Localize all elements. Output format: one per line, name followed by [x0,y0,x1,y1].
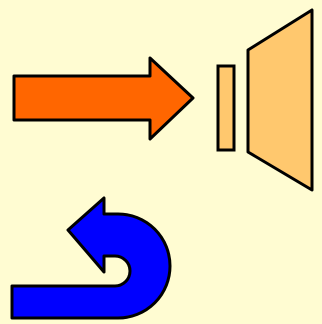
right-arrow-icon [12,56,195,141]
forward-arrow-shape [12,56,195,141]
return-arrow-shape [10,196,172,320]
speaker-magnet [216,64,236,152]
u-turn-arrow-icon [10,196,172,320]
speaker-icon [216,8,314,192]
speaker-cone [246,8,314,192]
